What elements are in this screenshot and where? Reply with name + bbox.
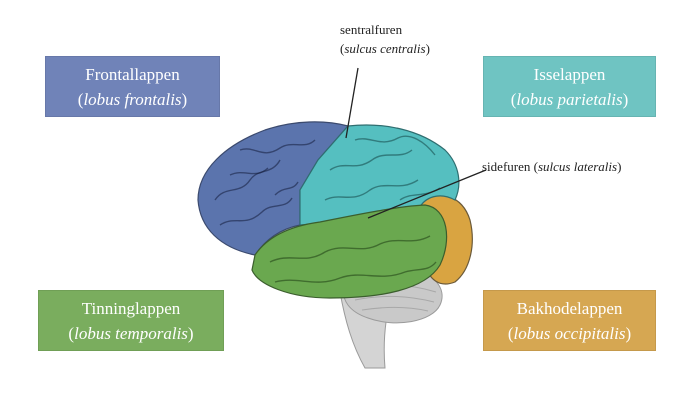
parietal-gyri (324, 135, 441, 201)
lateral-sulcus-annotation: sidefuren (sulcus lateralis) (482, 159, 622, 174)
frontal-gyri (214, 139, 316, 226)
lateral-sulcus-pointer (367, 169, 487, 219)
temporal-gyri (269, 235, 437, 283)
frontal-latin: lobus frontalis (83, 89, 182, 109)
frontal-name: Frontallappen (85, 64, 180, 84)
occipital-latin: lobus occipitalis (513, 323, 626, 343)
occipital-lobe-label: Bakhodelappen (lobus occipitalis) (483, 290, 656, 351)
temporal-lobe-label: Tinninglappen (lobus temporalis) (38, 290, 224, 351)
central-sulcus-latin: sulcus centralis (344, 41, 426, 56)
parietal-latin: lobus parietalis (516, 89, 623, 109)
parietal-name: Isselappen (533, 64, 606, 84)
frontal-lobe-label: Frontallappen (lobus frontalis) (45, 56, 220, 117)
central-sulcus-annotation: sentralfuren (sulcus centralis) (340, 22, 430, 56)
temporal-latin: lobus temporalis (74, 323, 188, 343)
frontal-lobe (197, 121, 350, 256)
central-sulcus-pointer (345, 67, 359, 139)
occipital-name: Bakhodelappen (516, 298, 623, 318)
lateral-sulcus-latin: sulcus lateralis (537, 159, 618, 174)
lateral-sulcus-name: sidefuren (482, 159, 531, 174)
parietal-lobe-label: Isselappen (lobus parietalis) (483, 56, 656, 117)
temporal-name: Tinninglappen (81, 298, 181, 318)
central-sulcus-name: sentralfuren (340, 22, 403, 37)
